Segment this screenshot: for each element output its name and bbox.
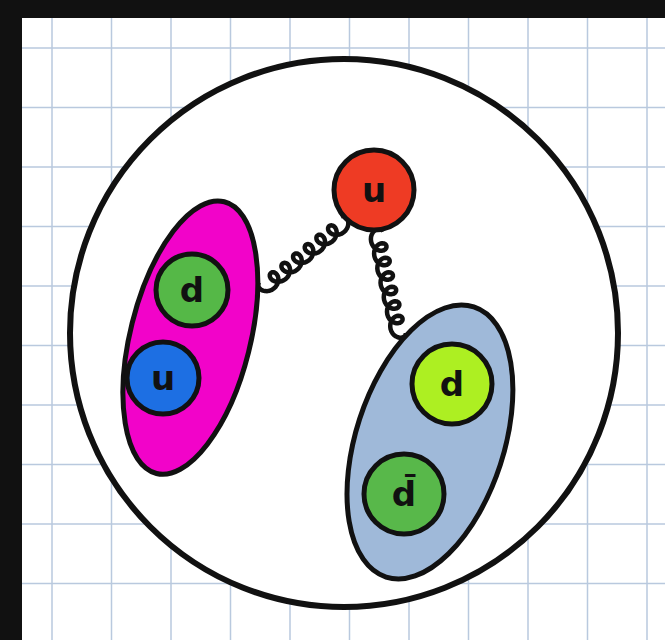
quark-label: d̄ <box>392 477 416 511</box>
quark-label: d <box>440 367 464 401</box>
quark-circle: d <box>407 339 497 429</box>
label-holder: u <box>122 337 204 419</box>
quark-label: u <box>362 173 386 207</box>
gluon-spring <box>371 229 406 338</box>
diquark-ellipse-outline <box>118 196 263 479</box>
meson-ellipse-outline <box>342 300 518 584</box>
quark-label: d <box>180 273 204 307</box>
antiquark-circle: d̄ <box>359 449 449 539</box>
quark-label: u <box>151 361 175 395</box>
quark-circle: u <box>122 337 204 419</box>
label-holder: u <box>329 145 419 235</box>
label-holder: d <box>407 339 497 429</box>
hadron-circle: duudd̄ <box>64 53 624 613</box>
diquark-ellipse: du <box>118 196 263 479</box>
quark-circle: d <box>151 249 233 331</box>
label-holder: d̄ <box>359 449 449 539</box>
quark-circle: u <box>329 145 419 235</box>
label-holder: d <box>151 249 233 331</box>
gluon-spring <box>258 216 348 291</box>
meson-ellipse: d d̄ <box>342 300 518 584</box>
